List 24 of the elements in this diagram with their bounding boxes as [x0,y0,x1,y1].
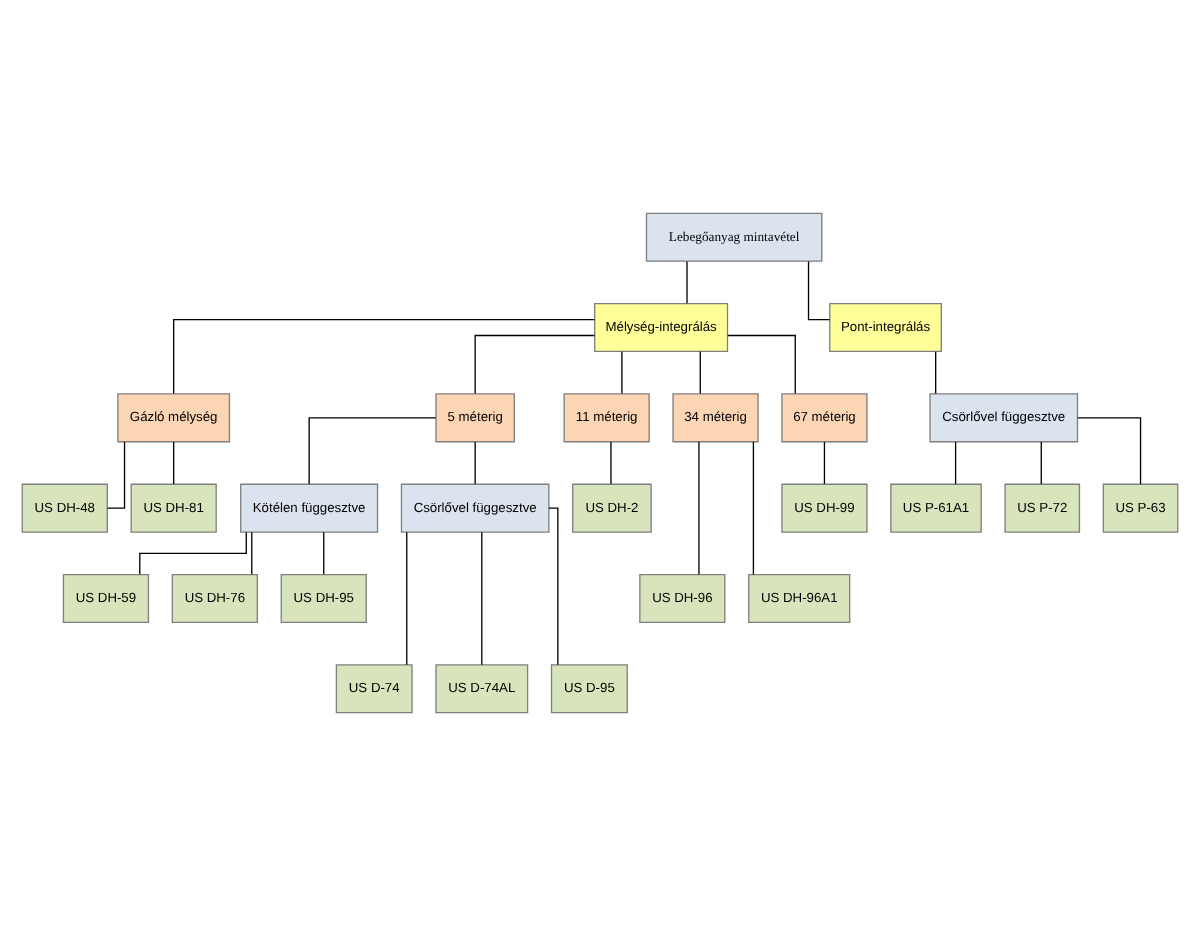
connector [727,334,796,395]
connector [481,531,483,666]
connector [548,507,559,666]
connector [752,441,755,576]
connector [323,531,325,575]
connector [621,351,623,395]
connector [1040,441,1042,485]
connector [106,441,126,509]
connector [474,334,596,395]
connector [251,531,253,575]
connector [474,441,476,485]
connector [610,441,612,485]
connector [406,531,408,666]
connector [823,441,826,485]
connector [1077,417,1142,485]
connector [935,351,937,395]
connector [807,260,831,321]
connector [173,318,595,395]
connector [308,417,437,485]
connector [173,441,175,485]
connector [686,260,688,304]
connector [698,441,700,576]
connector [954,441,957,485]
connector [699,351,701,395]
